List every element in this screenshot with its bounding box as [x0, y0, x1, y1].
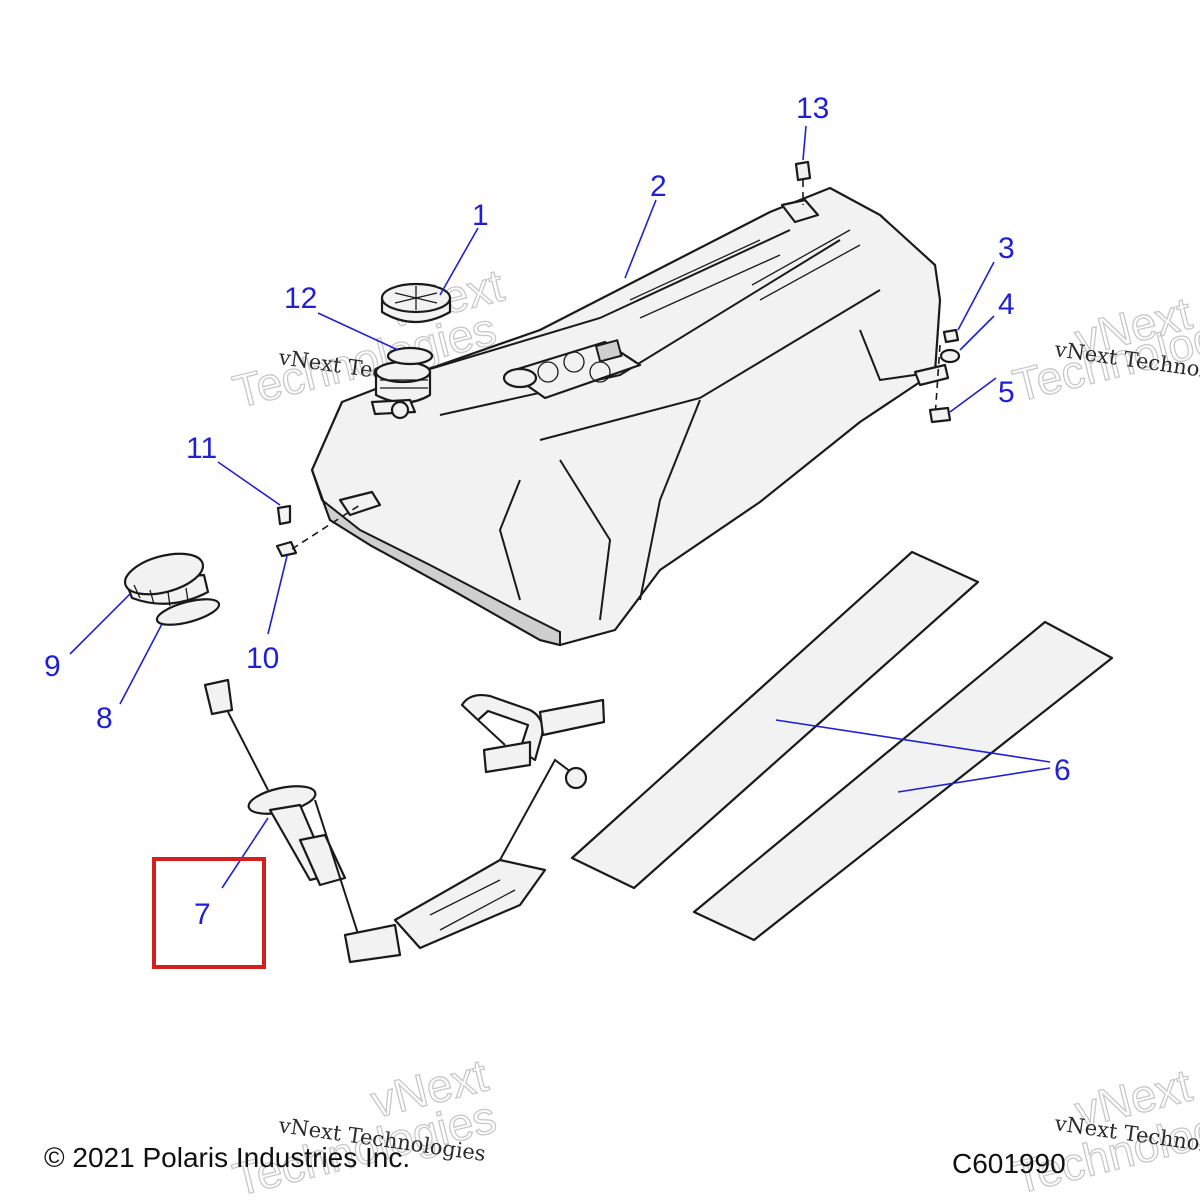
tank-vent-fitting — [502, 367, 538, 389]
leader-6b — [897, 767, 1051, 793]
leader-5 — [949, 377, 997, 413]
pump-pickup-line — [499, 758, 576, 861]
pump-pad-lower — [482, 740, 532, 774]
pump-connector — [203, 678, 234, 716]
pump-float — [564, 766, 588, 790]
tank-slot-4 — [751, 229, 851, 286]
tank-rear-tab — [913, 363, 950, 387]
callout-3: 3 — [998, 232, 1015, 265]
grommet-5 — [928, 406, 952, 424]
pump-wire — [227, 711, 269, 791]
leader-8 — [119, 623, 163, 705]
washer-4 — [939, 348, 961, 364]
leader-13 — [802, 125, 807, 161]
leader-7 — [221, 817, 269, 889]
pump-seal — [155, 598, 221, 626]
tank-port-1 — [537, 361, 559, 383]
tank-ridge-3 — [539, 289, 881, 441]
filler-gasket — [386, 346, 434, 366]
pump-return-line — [477, 719, 506, 746]
clip-nut-13 — [794, 160, 812, 182]
tank-ridge-1 — [419, 229, 791, 373]
highlight-box-part-7 — [152, 857, 266, 969]
leader-4 — [959, 315, 995, 351]
leader-2 — [624, 199, 657, 279]
tank-fold-4 — [498, 479, 521, 601]
tank-port-2 — [563, 351, 585, 373]
tank-slot-3 — [759, 244, 861, 301]
copyright-notice: © 2021 Polaris Industries Inc. — [44, 1142, 411, 1173]
assembly-line-rear — [934, 344, 941, 419]
fuel-tank — [310, 186, 950, 647]
tank-filler-opening — [374, 360, 432, 384]
leader-6a — [775, 719, 1051, 763]
tank-ridge-2 — [439, 239, 841, 416]
assembly-line-front — [291, 504, 361, 550]
leader-lines — [69, 125, 1051, 889]
callout-labels: 1 2 3 4 5 6 7 8 9 10 11 12 13 — [44, 92, 1071, 931]
pump-foot — [343, 923, 402, 964]
pump-canister — [298, 833, 347, 887]
tank-filler-threads — [380, 379, 428, 389]
pump-pad-upper — [538, 698, 606, 737]
nut-10 — [275, 540, 298, 558]
lock-ring-teeth — [133, 584, 189, 607]
callout-8: 8 — [96, 702, 113, 735]
callout-6: 6 — [1054, 754, 1071, 787]
callout-13: 13 — [796, 92, 829, 125]
pump-filter-pad — [393, 858, 547, 950]
tank-pad-2 — [692, 620, 1114, 942]
leader-1 — [439, 227, 479, 296]
callout-1: 1 — [472, 199, 489, 232]
tank-slot-2 — [639, 254, 781, 319]
pump-tube-1 — [314, 799, 361, 941]
tank-lower-band — [311, 469, 561, 647]
leader-9 — [69, 593, 131, 655]
leader-3 — [957, 261, 995, 331]
callout-2: 2 — [650, 170, 667, 203]
fuel-cap — [380, 282, 452, 323]
pump-filter-ribs — [429, 879, 516, 931]
tank-side-port — [390, 400, 410, 420]
tank-slot-1 — [629, 239, 761, 301]
tank-top-mount — [780, 198, 820, 224]
leader-12 — [317, 312, 399, 351]
leader-10 — [267, 555, 288, 635]
watermark-group: Technologies vNext vNext Technologies Te… — [227, 258, 1200, 1200]
callout-4: 4 — [998, 288, 1015, 321]
callout-7: 7 — [194, 898, 211, 931]
leader-11 — [217, 461, 281, 506]
callout-11: 11 — [186, 432, 217, 465]
lock-ring — [123, 552, 210, 607]
tank-fold-2 — [639, 399, 701, 601]
callout-5: 5 — [998, 376, 1015, 409]
callout-10: 10 — [246, 642, 279, 675]
bolt-11 — [276, 504, 292, 526]
fuel-pump-assembly — [203, 678, 606, 964]
tank-front-tab — [338, 490, 382, 517]
callout-12: 12 — [284, 282, 317, 315]
callout-9: 9 — [44, 650, 61, 683]
tank-fold-1 — [559, 459, 612, 621]
cap-grip — [394, 286, 438, 310]
nut-3 — [942, 328, 960, 344]
tank-pad-1 — [570, 550, 980, 890]
lock-ring-top — [123, 552, 205, 596]
figure-id: C601990 — [952, 1148, 1066, 1179]
tank-label-plate — [594, 339, 623, 363]
